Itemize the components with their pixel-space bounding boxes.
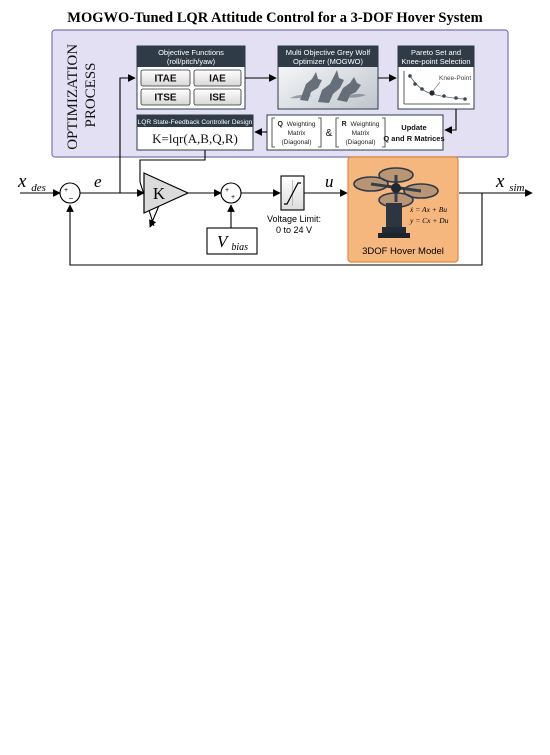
optimization-arrows [119, 74, 457, 193]
lqr-design-module: LQR State-Feedback Controller Design K=l… [136, 114, 254, 151]
itse-label: ITSE [154, 93, 177, 104]
control-label: u [325, 172, 334, 191]
objective-title-line2: (roll/pitch/yaw) [167, 57, 216, 66]
matrices-module: Q Weighting Matrix (Diagonal) & R Weight… [266, 114, 445, 151]
side-label-line2: PROCESS [83, 62, 99, 127]
q-letter: Q [277, 121, 283, 128]
lqr-formula: K=lqr(A,B,Q,R) [152, 131, 238, 146]
lqr-title: LQR State-Feedback Controller Design [138, 119, 253, 126]
gain-block [143, 172, 190, 214]
knee-point-label: Knee-Point [439, 75, 471, 82]
x-des-symbol: x [17, 171, 27, 192]
summing-junction-2 [220, 182, 242, 204]
side-label-line1: OPTIMIZATION [65, 44, 81, 150]
r-letter: R [342, 121, 347, 128]
q-bracket-left [271, 117, 275, 148]
pareto-module: Pareto Set and Knee-point Selection Knee… [397, 45, 475, 110]
ampersand: & [326, 128, 333, 139]
pareto-point [463, 97, 467, 101]
itse-cell [140, 88, 191, 106]
r-matrix-label: R Weighting [342, 121, 380, 128]
objective-title-line1: Objective Functions [158, 48, 224, 57]
ise-label: ISE [209, 93, 225, 104]
knee-point [429, 90, 435, 96]
voltage-limit-line2: 0 to 24 V [276, 225, 312, 235]
r-line2: Matrix [352, 130, 370, 137]
pareto-title-line1: Pareto Set and [411, 48, 461, 57]
voltage-limit-line1: Voltage Limit: [267, 214, 321, 224]
plant-label: 3DOF Hover Model [362, 246, 444, 257]
itae-label: ITAE [154, 74, 176, 85]
quadrotor-icon [353, 167, 439, 238]
gain-label: K [153, 184, 166, 203]
update-line1: Update [401, 123, 426, 132]
q-bracket-right [318, 117, 322, 148]
mogwo-title-line1: Multi Objective Grey Wolf [286, 48, 371, 57]
sum1-plus-sign: + [64, 187, 68, 194]
saturation-curve [284, 182, 301, 205]
iae-cell [193, 69, 242, 87]
figure-title: MOGWO-Tuned LQR Attitude Control for a 3… [67, 10, 482, 26]
q-matrix-label: Q Weighting [277, 121, 315, 128]
optimization-side-label: OPTIMIZATION PROCESS [65, 40, 99, 150]
pareto-point [442, 94, 446, 98]
state-equation: ẋ = Ax + Bu [409, 205, 447, 214]
pareto-point [408, 74, 412, 78]
x-des-subscript: des [31, 182, 46, 194]
pareto-point [454, 96, 458, 100]
x-sim-label: x sim [495, 171, 525, 194]
sum2-plus-sign-2: + [231, 194, 235, 201]
mogwo-title-line2: Optimizer (MOGWO) [293, 57, 363, 66]
error-label: e [94, 172, 102, 191]
q-line1: Weighting [287, 121, 316, 128]
r-line1: Weighting [351, 121, 380, 128]
r-line3: (Diagonal) [346, 139, 376, 146]
q-line2: Matrix [288, 130, 306, 137]
iae-label: IAE [209, 74, 226, 85]
v-bias-block [206, 227, 258, 255]
q-line3: (Diagonal) [282, 139, 312, 146]
v-bias-label: V bias [217, 232, 248, 253]
ise-cell [193, 88, 242, 106]
v-bias-subscript: bias [231, 242, 248, 253]
r-bracket-left [335, 117, 339, 148]
x-sim-subscript: sim [509, 182, 524, 194]
mogwo-module: Multi Objective Grey Wolf Optimizer (MOG… [277, 45, 379, 110]
itae-cell [140, 69, 191, 87]
sum2-plus-sign-1: + [225, 187, 229, 194]
x-sim-symbol: x [495, 171, 505, 192]
objective-functions-module: Objective Functions (roll/pitch/yaw) ITA… [136, 45, 246, 110]
r-bracket-right [382, 117, 386, 148]
summing-junction-1 [59, 182, 81, 204]
pareto-point [413, 82, 417, 86]
sum1-minus-sign: − [69, 194, 74, 203]
x-des-label: x des [17, 171, 46, 194]
update-line2: Q and R Matrices [383, 134, 444, 143]
wolf-pack-icon [290, 70, 366, 103]
output-equation: y = Cx + Du [409, 216, 449, 225]
pareto-title-line2: Knee-point Selection [401, 57, 470, 66]
pareto-point [420, 87, 424, 91]
control-loop [20, 181, 533, 266]
knee-pointer [432, 81, 441, 92]
v-bias-symbol: V [217, 232, 230, 251]
